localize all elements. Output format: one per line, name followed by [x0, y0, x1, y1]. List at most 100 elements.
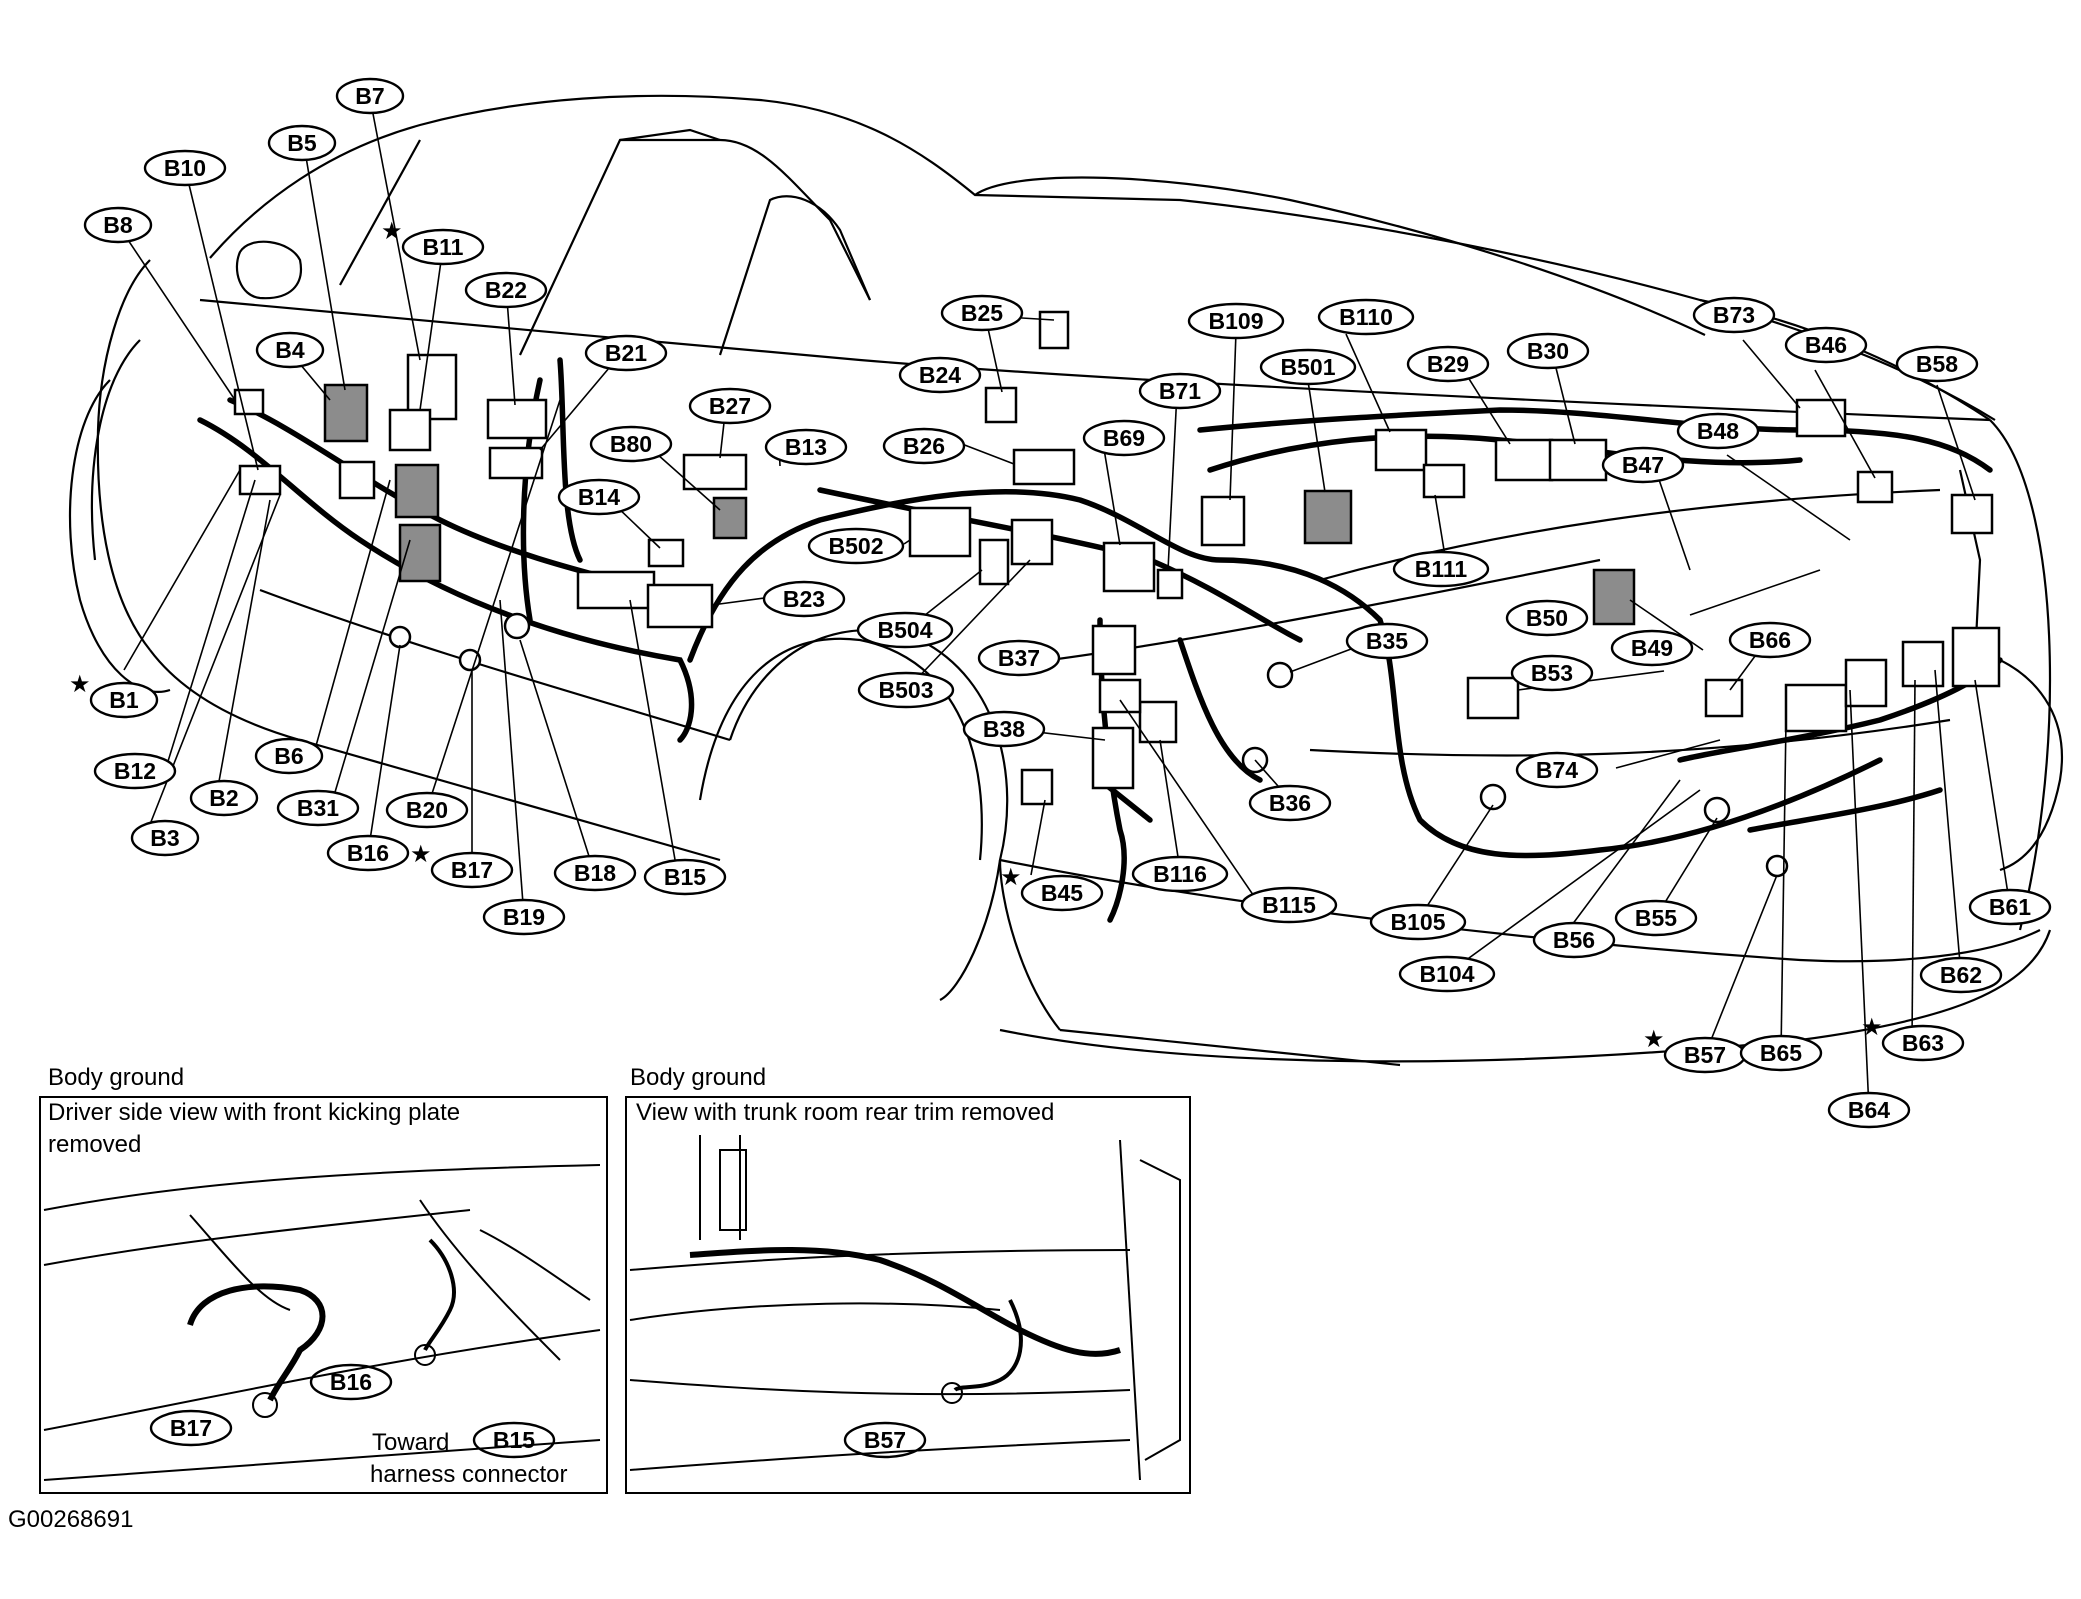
callout-B27: B27 — [688, 387, 772, 425]
callout-B38: B38 — [962, 710, 1046, 748]
callout-text: B2 — [209, 785, 238, 811]
callout-text: B49 — [1631, 635, 1673, 661]
callout-bubble — [1259, 348, 1357, 386]
callout-text: B25 — [961, 300, 1003, 326]
connector-B37 — [1091, 624, 1137, 676]
callout-text: B22 — [485, 277, 527, 303]
callout-text: B46 — [1805, 332, 1847, 358]
callout-text: B16 — [347, 840, 389, 866]
callout-bubble — [764, 428, 848, 466]
callout-text: B56 — [1553, 927, 1595, 953]
callout-bubble — [857, 671, 955, 709]
callout-text: B504 — [878, 617, 933, 643]
callout-bubble — [93, 752, 177, 790]
callout-bubble — [898, 356, 982, 394]
callout-text: B30 — [1527, 338, 1569, 364]
callout-bubble — [276, 789, 360, 827]
callout-B104: B104 — [1398, 955, 1496, 993]
callout-B80: B80 — [589, 425, 673, 463]
callout-bubble — [843, 1421, 927, 1459]
callout-bubble — [335, 77, 405, 115]
callout-text: B58 — [1916, 351, 1958, 377]
callout-text: B110 — [1339, 304, 1393, 330]
connector-B23 — [646, 583, 714, 629]
callout-text: B5 — [287, 130, 317, 156]
callout-B49: B49 — [1610, 629, 1694, 667]
connector-B11 — [388, 408, 432, 452]
callout-text: B38 — [983, 716, 1025, 742]
callout-bubble — [1968, 888, 2052, 926]
callout-text: B115 — [1262, 892, 1316, 918]
callout-B73: B73 — [1692, 296, 1776, 334]
connector-B501 — [1303, 489, 1353, 545]
callout-bubble — [401, 228, 485, 266]
callout-B8: B8 — [83, 206, 153, 244]
callout-B62: B62 — [1919, 956, 2003, 994]
connector-B55 — [1703, 796, 1731, 824]
callout-inset2-B57: B57 — [843, 1421, 927, 1459]
callout-bubble — [1369, 903, 1467, 941]
callout-bubble — [1676, 412, 1760, 450]
callout-B37: B37 — [977, 639, 1061, 677]
callout-bubble — [882, 427, 966, 465]
callout-B71: B71 — [1138, 372, 1222, 410]
callout-labels: B1★B2B3B4B5B6B7B8B10B11★B12B13B14B15B16B… — [69, 77, 2052, 1459]
callout-bubble — [940, 294, 1024, 332]
callout-B48: B48 — [1676, 412, 1760, 450]
callout-bubble — [1082, 419, 1166, 457]
callout-B50: B50 — [1505, 599, 1589, 637]
callout-bubble — [1692, 296, 1776, 334]
star-icon: ★ — [381, 217, 403, 245]
callout-text: B20 — [406, 797, 448, 823]
connector-B45 — [1020, 768, 1054, 806]
connector-B58 — [1950, 493, 1994, 535]
connector-B502 — [908, 506, 972, 558]
callout-text: B3 — [150, 825, 179, 851]
callout-B105: B105 — [1369, 903, 1467, 941]
callout-text: B19 — [503, 904, 545, 930]
callout-bubble — [130, 819, 200, 857]
callout-text: B503 — [879, 677, 934, 703]
callout-bubble — [149, 1409, 233, 1447]
callout-bubble — [430, 851, 514, 889]
callout-text: B17 — [170, 1415, 212, 1441]
callout-text: B37 — [998, 645, 1040, 671]
callout-B22: B22 — [464, 271, 548, 309]
callout-B115: B115 — [1240, 886, 1338, 924]
callout-text: B109 — [1209, 308, 1264, 334]
connector-B29 — [1494, 438, 1554, 482]
callout-inset1-B15: B15 — [472, 1421, 556, 1459]
callout-bubble — [1515, 751, 1599, 789]
callout-B30: B30 — [1506, 332, 1590, 370]
callout-text: B74 — [1536, 757, 1578, 783]
inset-1-note-line1: Toward — [372, 1429, 449, 1456]
connector-B105 — [1479, 783, 1507, 811]
connector-B35 — [1266, 661, 1294, 689]
callout-bubble — [962, 710, 1046, 748]
star-icon: ★ — [1000, 863, 1022, 891]
callout-B25: B25 — [940, 294, 1024, 332]
callout-B36: B36 — [1248, 784, 1332, 822]
callout-bubble — [1919, 956, 2003, 994]
callout-text: B48 — [1697, 418, 1739, 444]
callout-text: B35 — [1366, 628, 1408, 654]
callout-bubble — [1131, 855, 1229, 893]
inset-1-drawing — [43, 1164, 601, 1481]
callout-bubble — [1240, 886, 1338, 924]
callout-text: B14 — [578, 484, 620, 510]
callout-text: B57 — [1684, 1042, 1726, 1068]
callout-bubble — [143, 149, 227, 187]
callout-bubble — [1532, 921, 1616, 959]
connector-B71 — [1156, 568, 1184, 600]
callout-text: B66 — [1749, 627, 1791, 653]
connector-B38 — [1091, 726, 1135, 790]
callout-text: B55 — [1635, 905, 1677, 931]
connector-B64 — [1844, 658, 1888, 708]
callout-B501: B501 — [1259, 348, 1357, 386]
callout-text: B73 — [1713, 302, 1755, 328]
connector-B66 — [1704, 678, 1744, 718]
inset-trunk-view: Body ground View with trunk room rear tr… — [625, 1064, 1191, 1494]
callout-text: B12 — [114, 758, 156, 784]
callout-B45: B45★ — [1000, 863, 1104, 912]
callout-B15: B15 — [643, 858, 727, 896]
